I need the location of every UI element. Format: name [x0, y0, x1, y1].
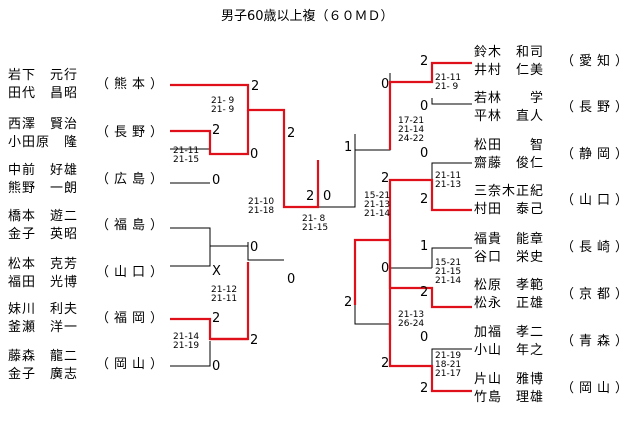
right-pair-4-player-1: 三奈木正紀	[474, 184, 545, 199]
match-score: 0	[420, 330, 429, 345]
game-score: 21-12 21-11	[211, 285, 238, 304]
game-score: 21- 9 21- 9	[211, 96, 235, 115]
right-pair-5-player-1: 福貴 能章	[474, 232, 545, 247]
game-score: 17-21 21-14 24-22	[398, 116, 425, 144]
left-pair-3-player-1: 中前 好雄	[8, 163, 79, 178]
right-pair-2-player-1: 若林 学	[474, 91, 545, 106]
game-score: 15-21 21-15 21-14	[435, 258, 462, 286]
right-pair-3-player-2: 齋藤 俊仁	[474, 156, 545, 171]
left-pair-7-prefecture: （岡山）	[96, 357, 169, 372]
right-pair-8-player-2: 竹島 理雄	[474, 390, 545, 405]
left-pair-3-prefecture: （広島）	[96, 172, 169, 187]
right-pair-7-prefecture: （青森）	[561, 334, 634, 349]
game-score: 21-13 26-24	[398, 310, 425, 329]
right-pair-7-player-2: 小山 年之	[474, 343, 545, 358]
left-pair-5-player-2: 福田 光博	[8, 275, 79, 290]
match-score: 1	[420, 239, 429, 254]
match-score: 0	[381, 77, 390, 92]
match-score: 2	[420, 54, 429, 69]
match-score: 2	[381, 356, 390, 371]
left-pair-4-player-1: 橋本 遊二	[8, 209, 79, 224]
right-pair-6-prefecture: （京都）	[561, 287, 634, 302]
match-score: 0	[287, 272, 296, 287]
match-score: 0	[212, 359, 221, 374]
game-score: 21-11 21-15	[173, 146, 200, 165]
match-score: 2	[250, 333, 259, 348]
match-score: 2	[420, 381, 429, 396]
right-pair-1-player-1: 鈴木 和司	[474, 45, 545, 60]
right-pair-5-prefecture: （長崎）	[561, 240, 634, 255]
left-pair-1-player-1: 岩下 元行	[8, 68, 79, 83]
right-pair-3-prefecture: （静岡）	[561, 147, 634, 162]
match-score: 0	[250, 240, 259, 255]
left-pair-2-player-1: 西澤 賢治	[8, 117, 79, 132]
right-pair-2-player-2: 平林 直人	[474, 109, 545, 124]
match-score: X	[212, 264, 221, 279]
game-score: 15-21 21-13 21-14	[364, 191, 391, 219]
match-score: 0	[250, 147, 259, 162]
right-pair-6-player-2: 松永 正雄	[474, 296, 545, 311]
match-score: 2	[251, 79, 260, 94]
left-pair-5-player-1: 松本 克芳	[8, 257, 79, 272]
page-title: 男子60歳以上複（６０ＭＤ）	[221, 9, 394, 24]
left-pair-1-player-2: 田代 昌昭	[8, 86, 79, 101]
match-score: 2	[287, 126, 296, 141]
final-score-left: 2	[306, 189, 315, 204]
left-pair-5-prefecture: （山口）	[96, 265, 169, 280]
left-pair-6-prefecture: （福岡）	[96, 311, 169, 326]
right-pair-6-player-1: 松原 孝範	[474, 278, 545, 293]
match-score: 2	[212, 311, 221, 326]
right-pair-4-prefecture: （山口）	[561, 193, 634, 208]
match-score: 0	[381, 261, 390, 276]
match-score: 0	[212, 173, 221, 188]
game-score: 21-14 21-19	[173, 332, 200, 351]
left-pair-3-player-2: 熊野 一朗	[8, 181, 79, 196]
right-pair-8-player-1: 片山 雅博	[474, 372, 545, 387]
match-score: 0	[420, 99, 429, 114]
left-pair-2-player-2: 小田原 隆	[8, 135, 79, 150]
right-pair-1-prefecture: （愛知）	[561, 54, 634, 69]
game-score: 21-11 21- 9	[435, 73, 462, 92]
left-pair-7-player-1: 藤森 龍二	[8, 349, 79, 364]
left-pair-4-prefecture: （福島）	[96, 218, 169, 233]
match-score: 2	[420, 285, 429, 300]
right-pair-1-player-2: 井村 仁美	[474, 63, 545, 78]
right-pair-5-player-2: 谷口 栄史	[474, 250, 545, 265]
game-score: 21- 8 21-15	[302, 214, 329, 233]
right-pair-4-player-2: 村田 泰己	[474, 202, 545, 217]
match-score: 0	[420, 146, 429, 161]
left-pair-2-prefecture: （長野）	[96, 125, 169, 140]
game-score: 21-19 18-21 21-17	[435, 351, 462, 379]
left-pair-1-prefecture: （熊本）	[96, 77, 169, 92]
left-pair-4-player-2: 金子 英昭	[8, 227, 79, 242]
right-pair-7-player-1: 加福 孝二	[474, 325, 545, 340]
match-score: 2	[344, 295, 353, 310]
right-pair-8-prefecture: （岡山）	[561, 381, 634, 396]
final-score-right: 0	[323, 189, 332, 204]
left-pair-6-player-1: 妹川 利夫	[8, 302, 79, 317]
match-score: 2	[420, 192, 429, 207]
left-pair-7-player-2: 金子 廣志	[8, 367, 79, 382]
left-pair-6-player-2: 釜瀬 洋一	[8, 320, 79, 335]
match-score: 1	[344, 140, 353, 155]
game-score: 21-11 21-13	[435, 171, 462, 190]
right-pair-3-player-1: 松田 智	[474, 138, 545, 153]
right-pair-2-prefecture: （長野）	[561, 100, 634, 115]
match-score: 2	[381, 171, 390, 186]
game-score: 21-10 21-18	[248, 197, 275, 216]
match-score: 2	[212, 123, 221, 138]
